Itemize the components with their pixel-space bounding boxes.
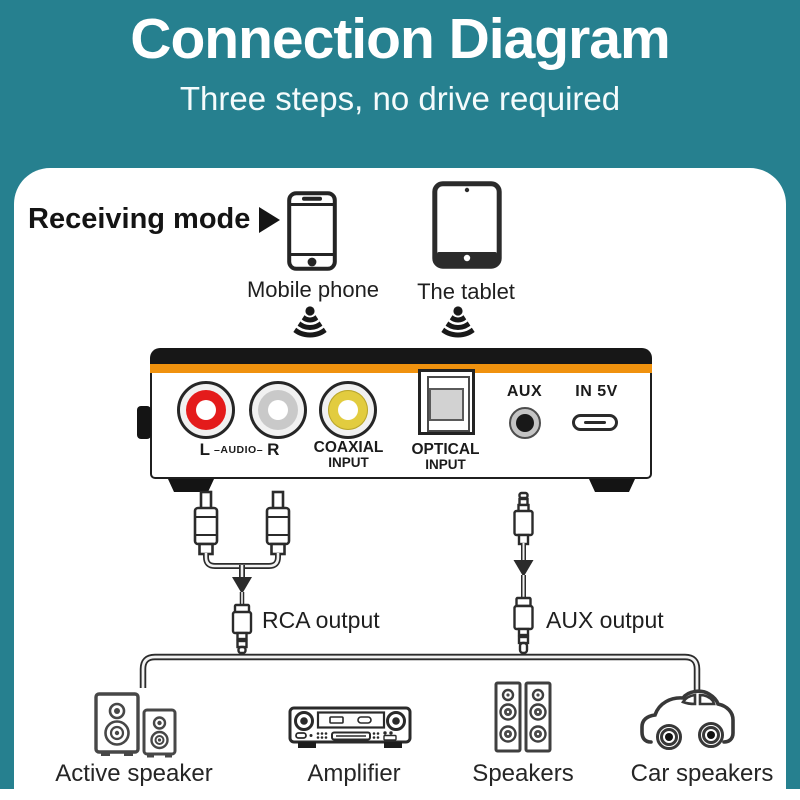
optical-port-flap [428,388,464,421]
device-front-panel: L –AUDIO– R COAXIAL INPUT OPTICAL INPUT … [150,369,652,479]
coaxial-input-label: COAXIAL INPUT [313,438,384,470]
power-port-label: IN 5V [575,382,618,400]
page-subtitle: Three steps, no drive required [179,80,621,117]
wireless-signal-icon [288,306,332,346]
car-speakers-label: Car speakers [630,760,774,787]
speakers-label: Speakers [472,760,574,787]
optical-input-label: OPTICAL INPUT [411,440,480,472]
active-speaker-label: Active speaker [55,760,213,787]
usb-c-power-port [571,414,618,431]
aux-port [508,406,541,439]
phone-label: Mobile phone [246,277,380,302]
optical-port-inner [426,376,470,432]
audio-right-label: R [267,439,280,459]
audio-left-label: L [199,439,211,459]
aux-port-label: AUX [506,382,543,400]
tablet-label: The tablet [417,279,515,304]
device-orange-stripe [150,364,652,373]
aux-output-label: AUX output [546,607,664,633]
receiving-mode: Receiving mode [28,203,281,236]
audio-lr-label: L –AUDIO– R [200,440,280,460]
receiver-device: L –AUDIO– R COAXIAL INPUT OPTICAL INPUT … [150,348,652,479]
rca-port-yellow-coaxial [318,380,377,439]
tablet-icon [432,181,502,269]
smartphone-icon [287,191,337,271]
page-title: Connection Diagram [130,7,670,71]
play-arrow-icon [259,206,281,233]
wireless-signal-icon [436,306,480,346]
rca-port-red [176,380,235,439]
optical-port [417,369,475,435]
car-speakers-icon [637,688,739,750]
amplifier-icon [288,704,412,752]
rca-output-label: RCA output [262,607,380,633]
active-speaker-icon [94,692,186,760]
amplifier-label: Amplifier [307,760,401,787]
device-top-panel [150,348,652,364]
rca-port-white [248,380,307,439]
receiving-mode-label: Receiving mode [28,203,251,235]
diagram-card [14,168,786,800]
tower-speakers-icon [494,681,552,755]
audio-mid-label: –AUDIO– [214,443,264,456]
